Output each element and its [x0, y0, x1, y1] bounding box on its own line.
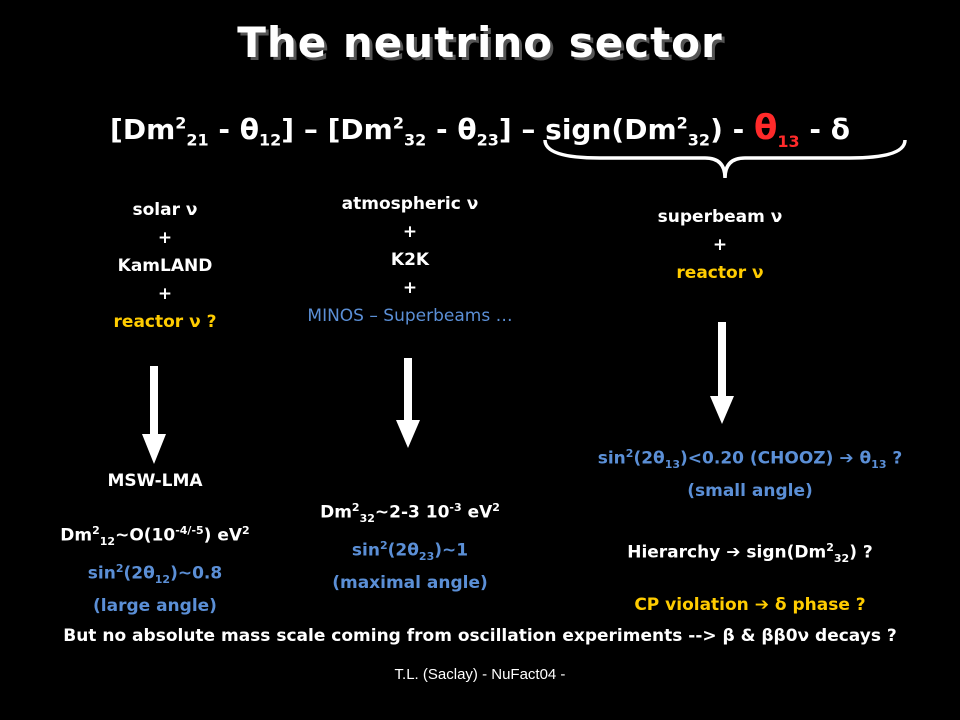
down-arrow-icon	[142, 366, 166, 464]
solar-sources: solar ν + KamLAND + reactor ν ?	[113, 200, 217, 332]
curly-brace-icon	[543, 139, 907, 179]
superbeam-results: sin2(2θ13)<0.20 (CHOOZ) ➔ θ13 ? (small a…	[530, 440, 960, 619]
atmospheric-results: Dm232~2-3 10-3 eV2 sin2(2θ23)~1 (maximal…	[270, 494, 550, 597]
theta12-value: sin2(2θ12)~0.8	[87, 562, 223, 587]
slide-title: The neutrino sector	[237, 18, 723, 67]
delta-cp-symbol: δ	[830, 113, 850, 146]
theta23-value: sin2(2θ23)~1	[351, 539, 469, 564]
slide-credit: T.L. (Saclay) - NuFact04 -	[394, 666, 566, 683]
oscillation-parameters: [Dm221 - θ12] – [Dm232 - θ23] – sign(Dm2…	[110, 108, 850, 151]
right-arrow-icon: ➔	[754, 595, 769, 616]
dm12-value: Dm212~O(10-4/-5) eV2	[60, 524, 250, 549]
right-arrow-icon: ➔	[839, 448, 854, 469]
cp-violation-question: CP violation ➔ δ phase ?	[634, 595, 866, 616]
hierarchy-question: Hierarchy ➔ sign(Dm232) ?	[627, 541, 873, 566]
down-arrow-icon	[710, 322, 734, 424]
delta-symbol: D	[122, 113, 147, 146]
down-arrow-icon	[396, 358, 420, 448]
dm32-value: Dm232~2-3 10-3 eV2	[320, 501, 500, 526]
atmospheric-sources: atmospheric ν + K2K + MINOS – Superbeams…	[307, 194, 513, 326]
right-arrow-icon: ➔	[726, 542, 741, 563]
msw-lma-label: MSW-LMA	[107, 471, 203, 491]
theta13-symbol: θ13	[753, 108, 800, 151]
superbeam-sources: superbeam ν + reactor ν	[657, 207, 783, 283]
theta13-limit: sin2(2θ13)<0.20 (CHOOZ) ➔ θ13 ?	[597, 447, 903, 472]
solar-results: MSW-LMA Dm212~O(10-4/-5) eV2 sin2(2θ12)~…	[10, 468, 300, 620]
footer-statement: But no absolute mass scale coming from o…	[63, 626, 897, 646]
